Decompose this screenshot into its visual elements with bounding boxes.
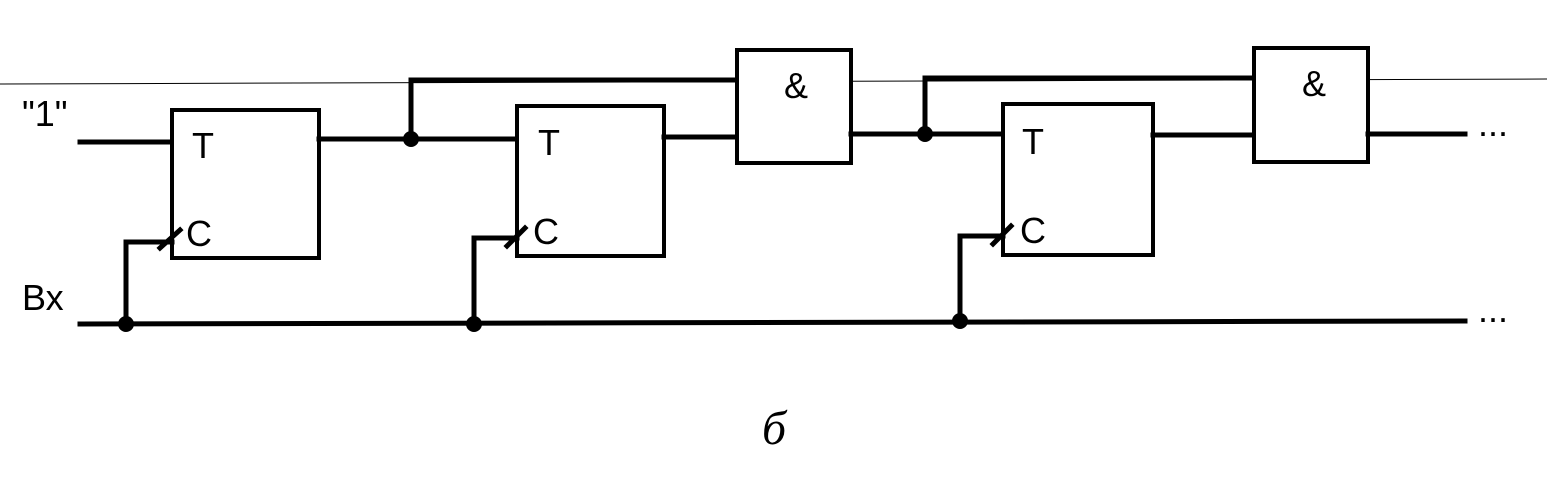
trigger-2-c-label: C (533, 211, 559, 252)
input-clock-label: Вх (22, 277, 64, 318)
and-gate-2: & (1252, 46, 1370, 164)
trigger-2: T C (515, 104, 666, 258)
clock-bus-continuation: ... (1478, 289, 1508, 330)
junction-clock-2 (466, 316, 482, 332)
trigger-3: T C (1001, 102, 1155, 257)
wire-q1-to-and-1 (408, 77, 740, 142)
wire-clock-2 (471, 235, 520, 327)
wire-clock-3 (957, 233, 1006, 324)
and-gate-2-body (1252, 46, 1370, 164)
and-gate-2-label: & (1302, 63, 1326, 104)
and-gate-1-body (735, 48, 853, 165)
trigger-1-body (170, 108, 321, 260)
figure-caption: б (762, 402, 788, 455)
trigger-1: T C (170, 108, 321, 260)
junction-clock-3 (952, 313, 968, 329)
trigger-3-body (1001, 102, 1155, 257)
wire-and-1-to-and-2 (922, 75, 1257, 137)
clock-2-edge-mark (503, 224, 529, 250)
trigger-3-c-label: C (1020, 210, 1046, 251)
and-2-output-continuation: ... (1478, 103, 1508, 144)
wire-clock-1 (123, 239, 175, 327)
trigger-2-t-label: T (538, 122, 560, 163)
clock-1-edge-mark (156, 226, 184, 252)
input-one-label: "1" (22, 93, 68, 134)
and-gate-1-label: & (784, 65, 808, 106)
trigger-1-c-label: C (186, 213, 212, 254)
wire-clock-bus (77, 318, 1468, 327)
clock-3-edge-mark (989, 222, 1015, 248)
junction-clock-1 (118, 316, 134, 332)
trigger-3-t-label: T (1022, 121, 1044, 162)
and-gate-1: & (735, 48, 853, 165)
trigger-2-body (515, 104, 666, 258)
trigger-1-t-label: T (192, 125, 214, 166)
